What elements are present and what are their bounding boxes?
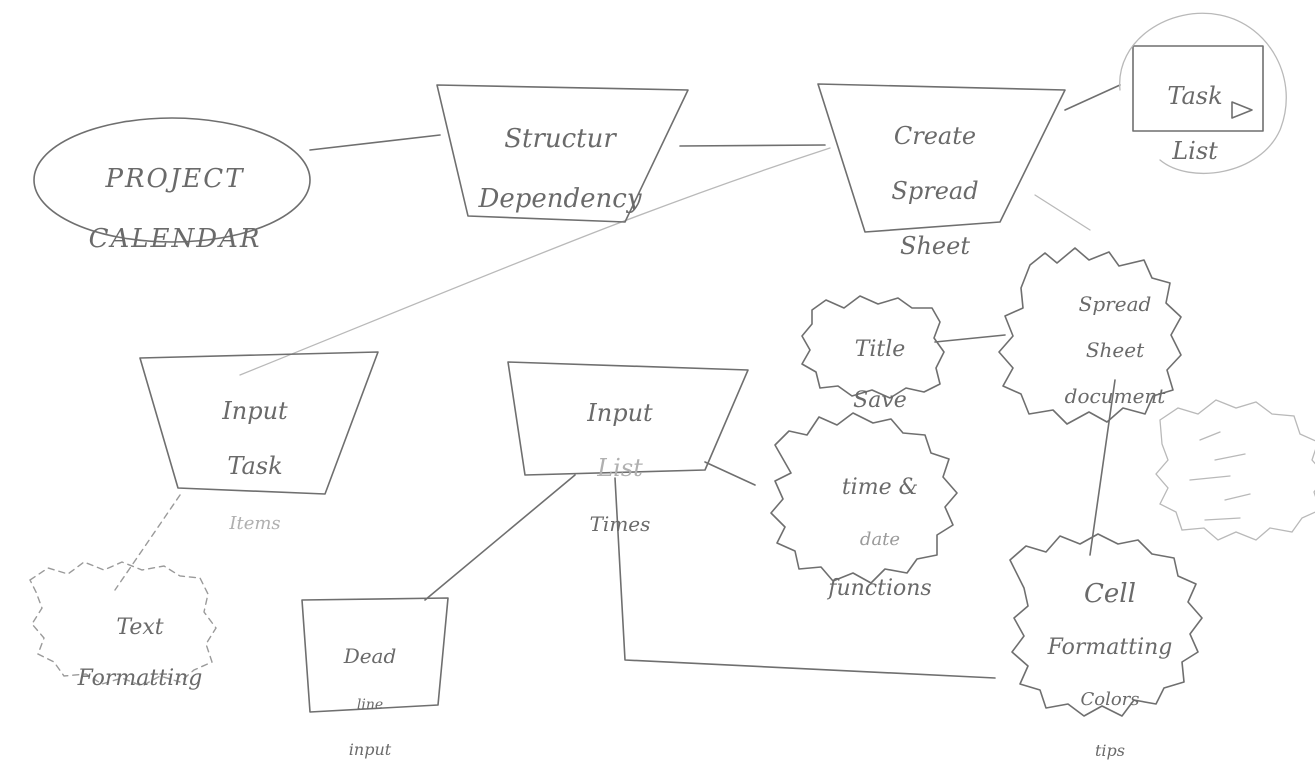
cell-formatting-line2: Formatting <box>1047 635 1173 661</box>
input-task-items-label: Input Task Items <box>165 370 345 536</box>
spreadsheet-document-line2: Sheet <box>1085 338 1145 362</box>
faint-scribble-cloud <box>1155 399 1315 541</box>
connector-inputlist-cellformat <box>614 477 996 679</box>
faint-scribble-marks <box>1189 431 1251 521</box>
create-spreadsheet-line2: Spread <box>891 176 979 205</box>
cell-formatting-cloud <box>1009 533 1203 717</box>
connector-inputlist-deadline <box>424 474 576 601</box>
project-calendar-line1: PROJECT <box>105 163 245 194</box>
connector-calendar-structure <box>309 134 441 151</box>
input-task-items-line3: Items <box>229 512 281 534</box>
input-list-times-line1: Input <box>587 398 653 427</box>
structure-dependency-line1: Structur <box>504 123 616 154</box>
text-formatting-label: Text Formatting <box>40 590 240 691</box>
project-calendar-line2: CALENDAR <box>88 223 262 254</box>
task-list-arrow-icon <box>1231 101 1253 119</box>
text-formatting-line2: Formatting <box>77 665 203 691</box>
connector-create-tasklist <box>1064 84 1121 111</box>
connector-create-inputtask <box>239 147 831 376</box>
create-spreadsheet-line3: Sheet <box>900 231 970 260</box>
time-date-functions-line3: functions <box>828 576 932 602</box>
connector-structure-create <box>679 144 826 147</box>
dead-line-input-label: Dead line input <box>310 622 430 760</box>
spreadsheet-document-cloud <box>998 247 1182 425</box>
task-list-line1: Task <box>1167 81 1223 110</box>
title-save-cloud <box>801 295 945 399</box>
cell-formatting-label: Cell Formatting Colors tips <box>1015 555 1205 762</box>
input-task-shape <box>139 351 379 495</box>
task-list-line2: List <box>1172 136 1218 165</box>
project-calendar-ellipse <box>33 117 311 243</box>
connector-inputtask-textformat <box>114 494 181 591</box>
time-date-functions-label: time & date functions <box>785 450 975 602</box>
create-spreadsheet-label: Create Spread Sheet <box>845 95 1025 261</box>
connector-inputlist-timedate <box>704 461 756 486</box>
cell-formatting-line4: tips <box>1095 740 1125 760</box>
input-list-shape <box>507 361 749 476</box>
dead-line-input-line2: line <box>356 697 384 713</box>
dead-line-input-line1: Dead <box>343 644 397 668</box>
concept-map: PROJECT CALENDAR Structur Dependency Cre… <box>29 12 1315 759</box>
input-list-times-line3: Times <box>589 511 651 536</box>
title-save-line1: Title <box>854 337 906 363</box>
spreadsheet-document-line3: document <box>1064 384 1166 408</box>
create-spreadsheet-line1: Create <box>893 121 977 150</box>
input-list-times-label: Input List Times <box>520 372 720 538</box>
input-task-items-line2: Task <box>227 451 283 480</box>
time-date-cloud <box>770 412 958 584</box>
create-spreadsheet-shape <box>817 83 1066 233</box>
cell-formatting-line3: Colors <box>1080 689 1140 711</box>
time-date-functions-line1: time & <box>841 475 919 501</box>
dead-line-input-line3: input <box>348 740 392 759</box>
task-list-box <box>1132 45 1264 132</box>
title-save-label: Title Save <box>825 312 935 413</box>
diagram-canvas <box>29 12 1315 717</box>
cell-formatting-line1: Cell <box>1084 579 1136 610</box>
structure-dependency-shape <box>436 84 689 223</box>
time-date-functions-line2: date <box>859 528 901 550</box>
structure-dependency-label: Structur Dependency <box>450 95 670 215</box>
connector-titlesave-doc <box>934 334 1006 343</box>
input-list-times-line2: List <box>597 453 643 482</box>
structure-dependency-line2: Dependency <box>478 183 642 214</box>
text-formatting-cloud <box>29 561 217 687</box>
connector-doc-cellformat <box>1089 379 1116 556</box>
input-task-items-line1: Input <box>222 396 288 425</box>
task-list-label: Task List <box>1140 55 1250 165</box>
text-formatting-line1: Text <box>116 615 164 641</box>
task-list-faint-circle <box>1119 12 1287 174</box>
spreadsheet-document-label: Spread Sheet document <box>1020 270 1210 408</box>
spreadsheet-document-line1: Spread <box>1078 292 1152 316</box>
project-calendar-label: PROJECT CALENDAR <box>60 135 290 255</box>
connector-create-spreadsheetdoc <box>1034 194 1091 231</box>
dead-line-shape <box>301 597 449 713</box>
title-save-line2: Save <box>853 387 907 413</box>
